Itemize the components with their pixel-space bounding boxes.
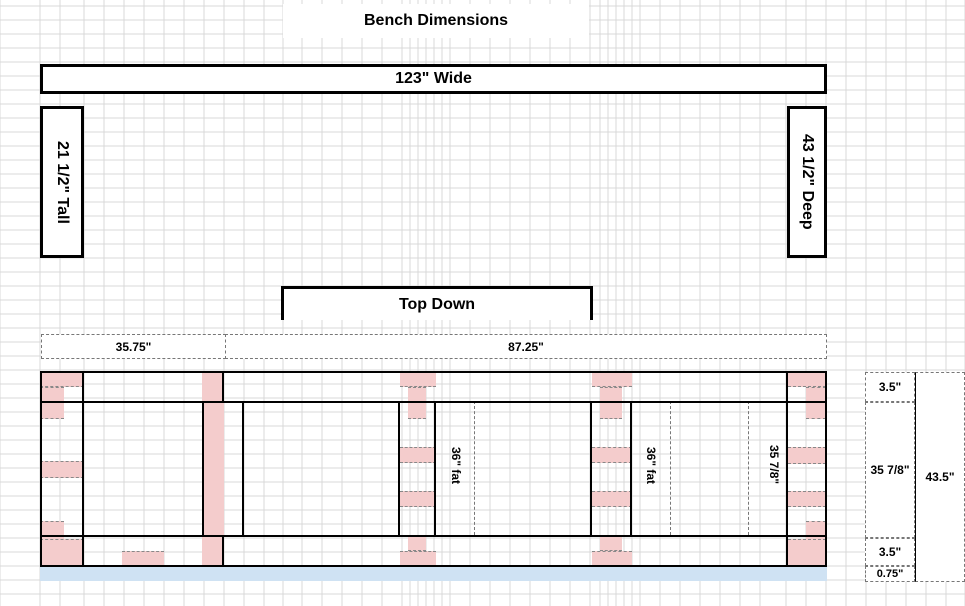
dimension-left-width: 35.75"	[41, 334, 226, 359]
fat-label-1: 36" fat	[449, 447, 463, 485]
block	[788, 491, 826, 507]
fat-label-3: 35 7/8"	[767, 445, 781, 485]
width-label-box: 123" Wide	[40, 64, 827, 94]
side-dim-middle: 35 7/8"	[865, 402, 915, 538]
top-down-label: Top Down	[398, 295, 476, 313]
bench-plan: 36" fat 36" fat 35 7/8"	[40, 371, 828, 581]
block	[40, 461, 84, 478]
block	[400, 491, 436, 507]
depth-label: 43 1/2" Deep	[799, 134, 816, 230]
block	[592, 447, 632, 463]
block	[806, 387, 826, 419]
block	[40, 387, 64, 419]
page-title: Bench Dimensions	[283, 4, 589, 38]
frame-post	[590, 401, 632, 537]
post-divider	[222, 535, 224, 567]
height-label: 21 1/2" Tall	[54, 140, 71, 224]
block	[400, 447, 436, 463]
divider-line	[474, 401, 475, 535]
side-dim-trim: 0.75"	[865, 566, 915, 582]
post-divider	[222, 371, 224, 403]
top-down-label-box: Top Down	[281, 286, 593, 320]
width-label: 123" Wide	[395, 70, 472, 87]
block	[40, 539, 84, 567]
side-dim-total: 43.5"	[915, 372, 965, 582]
side-dim-top: 3.5"	[865, 372, 915, 402]
side-dim-bottom: 3.5"	[865, 538, 915, 566]
block	[788, 447, 826, 464]
outer-frame	[40, 371, 827, 567]
fat-label-2: 36" fat	[644, 447, 658, 485]
dimension-right-width: 87.25"	[225, 334, 827, 359]
block	[408, 387, 426, 419]
block	[600, 387, 622, 419]
divider-line	[670, 401, 671, 535]
height-label-box: 21 1/2" Tall	[40, 106, 84, 258]
divider-line	[748, 401, 749, 535]
depth-label-box: 43 1/2" Deep	[787, 106, 827, 258]
block	[592, 491, 632, 507]
trim-strip	[40, 567, 827, 581]
frame-post	[398, 401, 436, 537]
